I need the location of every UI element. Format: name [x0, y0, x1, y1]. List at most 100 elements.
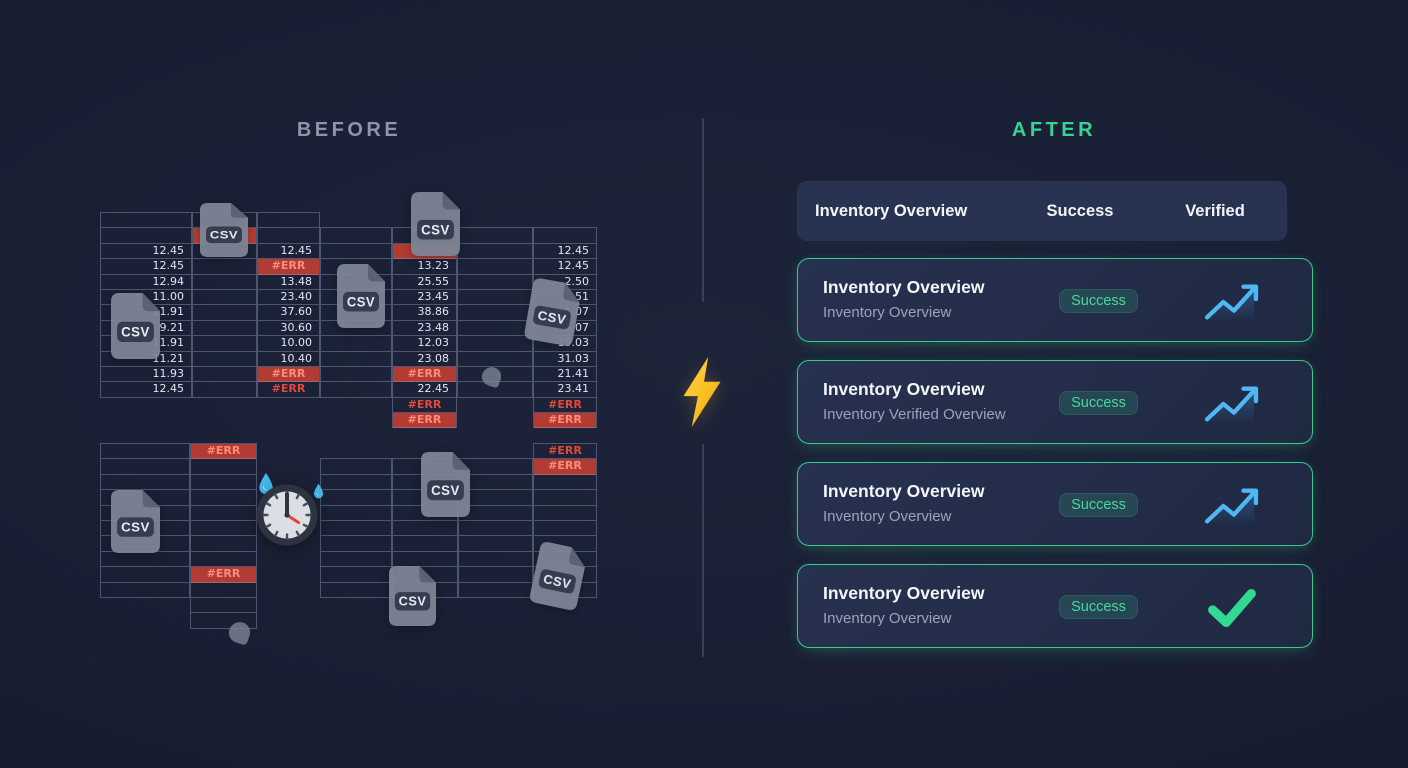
spreadsheet-cell [101, 583, 189, 598]
spreadsheet-cell [191, 613, 256, 629]
spreadsheet-cell [459, 552, 532, 568]
csv-file-icon: CSV [389, 566, 436, 631]
spreadsheet-cell [393, 552, 457, 568]
spreadsheet-cell [101, 475, 189, 491]
card-title: Inventory Overview [823, 481, 985, 501]
svg-text:CSV: CSV [121, 520, 150, 535]
spreadsheet-cell: 13.48 [258, 275, 319, 290]
spreadsheet-cell [458, 382, 532, 398]
water-drop-icon [313, 482, 324, 505]
spreadsheet-cell [258, 228, 319, 244]
spreadsheet-cell: #ERR [534, 459, 596, 475]
card-subtitle: Inventory Overview [823, 508, 952, 525]
trend-up-icon [1197, 482, 1267, 529]
spreadsheet-cell [193, 305, 256, 321]
trend-up-icon [1197, 278, 1267, 325]
success-badge: Success [1059, 391, 1138, 415]
spreadsheet-cell: 22.45 [393, 382, 456, 398]
spreadsheet-cell: #ERR [534, 398, 596, 414]
lightning-icon [677, 355, 727, 434]
spreadsheet-cell [193, 382, 256, 398]
check-icon [1197, 584, 1267, 631]
spreadsheet-cell [458, 336, 532, 352]
spreadsheet-cell: 31.03 [534, 352, 596, 367]
spreadsheet-cell: 12.94 [101, 275, 191, 290]
spreadsheet-cell: #ERR [258, 382, 319, 398]
svg-text:CSV: CSV [210, 228, 239, 241]
spreadsheet-cell [321, 506, 391, 521]
spreadsheet-cell: 30.60 [258, 321, 319, 337]
spreadsheet-cell [101, 228, 191, 244]
spreadsheet-cell [459, 583, 532, 598]
spreadsheet-cell: #ERR [258, 259, 319, 275]
spreadsheet-cell [191, 521, 256, 537]
spreadsheet-cell [458, 305, 532, 321]
spreadsheet-cell [101, 459, 189, 475]
spreadsheet-cell [193, 244, 256, 260]
spreadsheet-cell [393, 506, 457, 521]
csv-file-icon: CSV [111, 293, 160, 364]
clock-icon [255, 481, 319, 554]
spreadsheet-cell [459, 567, 532, 583]
header-col-verified: Verified [1185, 202, 1245, 220]
water-drop-icon [258, 471, 274, 501]
card-title: Inventory Overview [823, 277, 985, 297]
after-title: AFTER [1011, 119, 1097, 141]
spreadsheet-cell [191, 583, 256, 598]
before-title: BEFORE [296, 119, 402, 141]
spreadsheet-cell [459, 475, 532, 491]
card-subtitle: Inventory Verified Overview [823, 406, 1006, 423]
spreadsheet-cell [459, 506, 532, 521]
spreadsheet-cell [101, 444, 189, 460]
spreadsheet-cell [258, 213, 319, 229]
spreadsheet-cell [321, 367, 391, 383]
spreadsheet-cell: #ERR [534, 444, 596, 460]
csv-file-icon: CSV [528, 541, 589, 617]
spreadsheet-cell [321, 552, 391, 568]
spreadsheet-cell [191, 490, 256, 506]
spreadsheet-cell [191, 536, 256, 552]
spreadsheet-cell: 12.03 [393, 336, 456, 352]
spreadsheet-cell [458, 275, 532, 290]
results-table-header: Inventory Overview Success Verified [797, 181, 1287, 241]
spreadsheet-cell: 23.48 [393, 321, 456, 337]
svg-text:CSV: CSV [542, 571, 573, 592]
spreadsheet-cell [458, 290, 532, 306]
spreadsheet-cell [321, 382, 391, 398]
csv-file-icon: CSV [111, 490, 160, 558]
spreadsheet-cell [458, 259, 532, 275]
spreadsheet-column [320, 458, 392, 598]
trend-up-icon [1197, 380, 1267, 427]
divider-line-top [702, 118, 704, 302]
header-col-status: Success [1046, 202, 1114, 220]
spreadsheet-cell [534, 490, 596, 506]
spreadsheet-cell [458, 244, 532, 260]
success-badge: Success [1059, 493, 1138, 517]
spreadsheet-cell: 12.45 [258, 244, 319, 260]
spreadsheet-cell: #ERR [191, 567, 256, 583]
spreadsheet-cell: 12.45 [534, 259, 596, 275]
spreadsheet-cell: 23.45 [393, 290, 456, 306]
spreadsheet-cell [321, 459, 391, 475]
spreadsheet-cell [193, 321, 256, 337]
spreadsheet-cell [191, 475, 256, 491]
spreadsheet-cell: #ERR [258, 366, 319, 383]
spreadsheet-cell: #ERR [393, 366, 456, 383]
spreadsheet-cell: 23.40 [258, 290, 319, 306]
spreadsheet-column [458, 458, 533, 598]
card-title: Inventory Overview [823, 379, 985, 399]
spreadsheet-cell [534, 521, 596, 537]
spreadsheet-cell: #ERR [534, 413, 596, 429]
spreadsheet-cell: 37.60 [258, 305, 319, 321]
spreadsheet-cell [193, 352, 256, 367]
spreadsheet-cell [321, 521, 391, 537]
spreadsheet-cell [459, 521, 532, 537]
spreadsheet-cell: 12.45 [101, 259, 191, 275]
spreadsheet-cell [321, 567, 391, 583]
spreadsheet-cell: #ERR [393, 413, 456, 429]
